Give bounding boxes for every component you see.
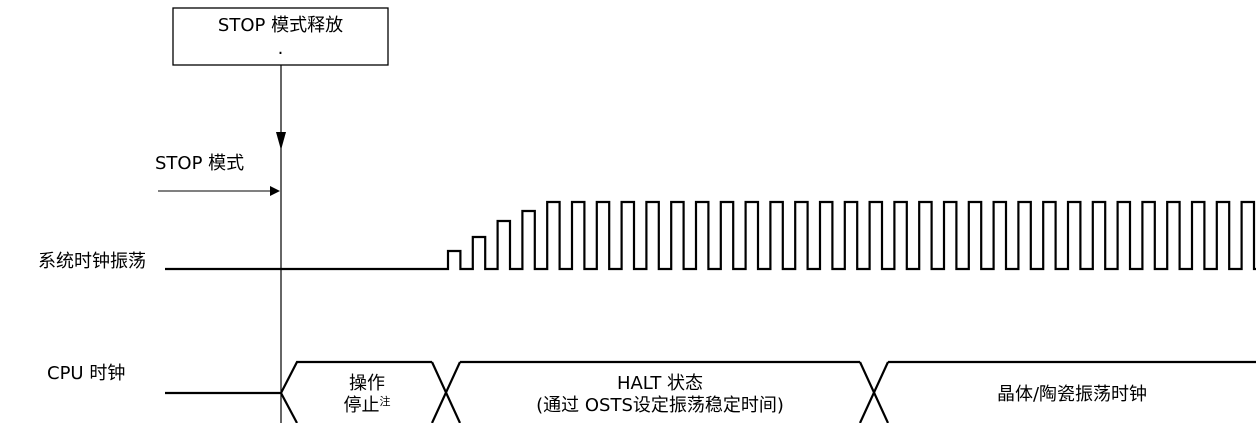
row-label-cpu-clock: CPU 时钟 xyxy=(47,363,126,384)
cpu-bus-segment-1 xyxy=(280,360,432,394)
cpu-segment-halt: HALT 状态 (通过 OSTS设定振荡稳定时间) xyxy=(460,373,860,417)
release-box-dot: . xyxy=(277,38,284,59)
release-box xyxy=(172,7,389,66)
note-marker: 注 xyxy=(379,395,391,408)
row-label-oscillation: 系统时钟振荡 xyxy=(38,251,146,272)
stop-mode-label: STOP 模式 xyxy=(155,153,245,174)
cpu-bus-segment-1-bottom xyxy=(280,392,298,423)
cpu-segment-operation-stop: 操作 停止注 xyxy=(312,373,422,417)
cpu-bus-cross-1 xyxy=(431,361,461,423)
cpu-segment-crystal-clock: 晶体/陶瓷振荡时钟 xyxy=(888,384,1256,406)
release-arrow-head xyxy=(276,132,286,150)
oscillation-waveform xyxy=(165,200,1256,271)
cpu-segment-3-line1: 晶体/陶瓷振荡时钟 xyxy=(996,384,1148,405)
cpu-segment-1-line1: 操作 xyxy=(349,373,385,394)
cpu-segment-2-line1: HALT 状态 xyxy=(616,373,704,394)
cpu-segment-2-line2: (通过 OSTS设定振荡稳定时间) xyxy=(536,395,784,416)
cpu-bus xyxy=(280,360,1256,423)
release-box-title: STOP 模式释放 xyxy=(217,15,344,36)
cpu-segment-1-line2: 停止注 xyxy=(343,395,391,416)
cpu-bus-cross-2 xyxy=(859,361,889,423)
